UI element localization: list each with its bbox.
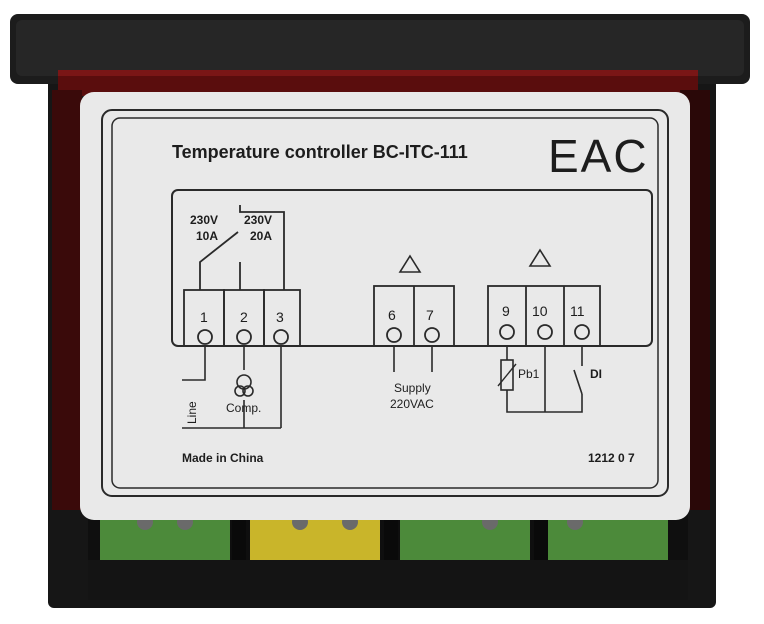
comp-label: Comp. bbox=[226, 401, 261, 415]
supply-voltage: 220VAC bbox=[390, 397, 434, 411]
screw-7 bbox=[424, 327, 440, 343]
warning-icon bbox=[528, 248, 552, 267]
serial-number: 1212 0 7 bbox=[588, 451, 635, 465]
line-label: Line bbox=[185, 401, 199, 424]
relay-symbol bbox=[199, 205, 285, 290]
warning-icon bbox=[398, 254, 422, 273]
screw-10 bbox=[537, 324, 553, 340]
terminal-1: 1 bbox=[200, 309, 208, 325]
terminal-7: 7 bbox=[426, 307, 434, 323]
eac-mark: EAC bbox=[548, 130, 649, 182]
screw-2 bbox=[236, 329, 252, 345]
relay-right-voltage: 230V bbox=[244, 213, 272, 227]
switch-symbol bbox=[573, 369, 583, 395]
terminal-6: 6 bbox=[388, 307, 396, 323]
terminal-10: 10 bbox=[532, 303, 548, 319]
screw-9 bbox=[499, 324, 515, 340]
screw-11 bbox=[574, 324, 590, 340]
relay-left-current: 10A bbox=[196, 229, 218, 243]
supply-terminals: 6 7 Supply 220VAC bbox=[373, 254, 455, 411]
sensor-terminals: 9 10 11 Pb1 DI bbox=[487, 248, 602, 413]
made-in-label: Made in China bbox=[182, 451, 264, 465]
terminal-2: 2 bbox=[240, 309, 248, 325]
sensor-label: Pb1 bbox=[518, 367, 540, 381]
line-comp-wiring bbox=[182, 346, 282, 429]
terminal-3: 3 bbox=[276, 309, 284, 325]
terminal-9: 9 bbox=[502, 303, 510, 319]
terminal-11: 11 bbox=[570, 303, 585, 319]
wiring-label: Temperature controller BC-ITC-111 EAC 23… bbox=[80, 92, 690, 520]
screw-6 bbox=[386, 327, 402, 343]
compressor-icon bbox=[234, 374, 254, 397]
digital-input-label: DI bbox=[590, 367, 602, 381]
screw-1 bbox=[197, 329, 213, 345]
relay-terminals: 1 2 3 bbox=[183, 289, 301, 347]
label-title: Temperature controller BC-ITC-111 bbox=[172, 142, 468, 162]
relay-left-voltage: 230V bbox=[190, 213, 218, 227]
screw-3 bbox=[273, 329, 289, 345]
supply-label: Supply bbox=[394, 381, 431, 395]
relay-right-current: 20A bbox=[250, 229, 272, 243]
